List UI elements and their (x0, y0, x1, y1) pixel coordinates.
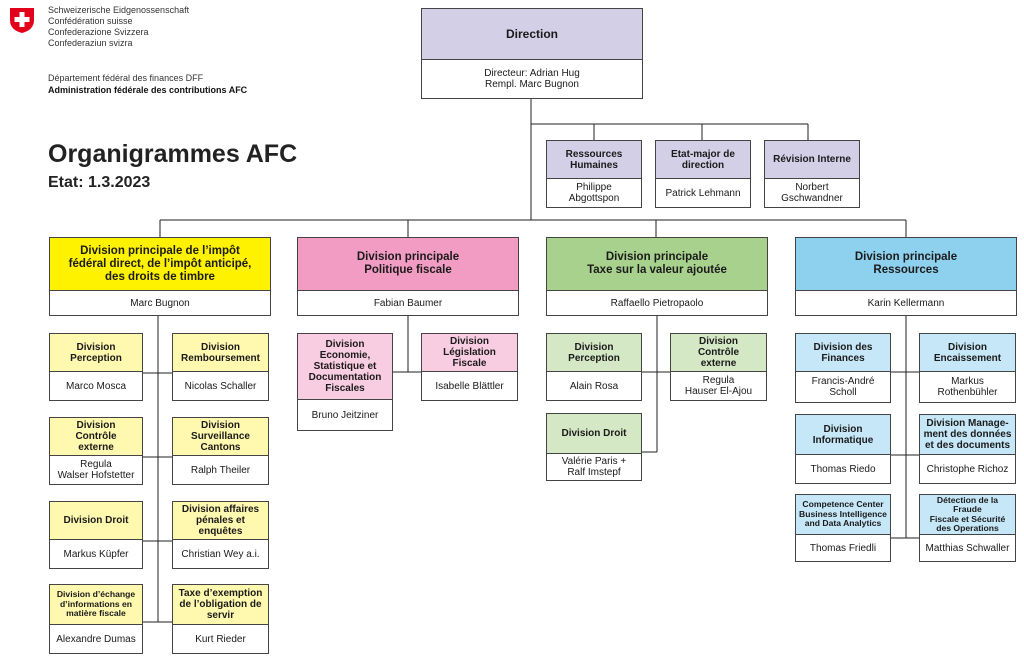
division-head: Isabelle Blättler (435, 380, 504, 392)
division-head: Valérie Paris + Ralf Imstepf (561, 456, 627, 478)
division-head: Thomas Riedo (810, 463, 876, 475)
division-head: Nicolas Schaller (184, 380, 257, 392)
division-head: Ralph Theiler (190, 464, 251, 476)
division-title: Division Encaissement (920, 334, 1015, 372)
country-name-it: Confederazione Svizzera (48, 27, 149, 37)
swiss-cross-icon (10, 8, 34, 33)
division-head: Matthias Schwaller (925, 542, 1010, 554)
division-head: Francis-André Scholl (811, 376, 875, 398)
division-title: Taxe d’exemption de l’obligation de serv… (173, 585, 268, 625)
division-droit-tva: Division Droit Valérie Paris + Ralf Imst… (546, 413, 642, 481)
division-head: Alain Rosa (569, 380, 619, 392)
page-subtitle: Etat: 1.3.2023 (48, 174, 151, 191)
division-title: Division Droit (547, 414, 641, 454)
main-division-politique-fiscale: Division principale Politique fiscale Fa… (297, 237, 519, 316)
division-head: Kurt Rieder (195, 633, 246, 645)
staff-unit-title: Ressources Humaines (547, 141, 641, 179)
division-competence-center-bi: Competence Center Business Intelligence … (795, 494, 891, 562)
main-division-tva: Division principale Taxe sur la valeur a… (546, 237, 768, 316)
main-division-ressources: Division principale Ressources Karin Kel… (795, 237, 1017, 316)
division-title: Division Contrôle externe (671, 334, 766, 372)
division-head: Bruno Jeitziner (311, 409, 379, 421)
division-droit-ifd: Division Droit Markus Küpfer (49, 501, 143, 569)
division-head: Regula Hauser El-Ajou (684, 375, 753, 397)
staff-unit-person: Norbert Gschwandner (781, 182, 843, 204)
division-title: Division Droit (50, 502, 142, 540)
country-name-de: Schweizerische Eidgenossenschaft (48, 5, 190, 15)
main-division-title: Division principale de l’impôt fédéral d… (50, 238, 270, 291)
division-head: Markus Küpfer (63, 548, 129, 560)
staff-unit-title: Etat-major de direction (656, 141, 750, 179)
division-finances: Division des Finances Francis-André Scho… (795, 333, 891, 403)
division-head: Christophe Richoz (926, 463, 1009, 475)
division-controle-externe-ifd: Division Contrôle externe Regula Walser … (49, 417, 143, 485)
division-title: Division Perception (50, 334, 142, 372)
main-division-title: Division principale Taxe sur la valeur a… (547, 238, 767, 291)
main-division-head: Fabian Baumer (373, 297, 443, 309)
direction-title: Direction (422, 9, 642, 60)
division-title: Division Surveillance Cantons (173, 418, 268, 456)
division-taxe-exemption: Taxe d’exemption de l’obligation de serv… (172, 584, 269, 654)
division-perception-tva: Division Perception Alain Rosa (546, 333, 642, 401)
division-title: Division des Finances (796, 334, 890, 372)
division-title: Division Informatique (796, 415, 890, 455)
division-head: Alexandre Dumas (56, 633, 136, 645)
staff-unit-title: Révision Interne (765, 141, 859, 179)
division-legislation-fiscale: Division Législation Fiscale Isabelle Bl… (421, 333, 518, 401)
main-division-head: Marc Bugnon (130, 297, 190, 309)
division-title: Division Remboursement (173, 334, 268, 372)
division-surveillance-cantons: Division Surveillance Cantons Ralph Thei… (172, 417, 269, 485)
staff-unit-person: Philippe Abgottspon (568, 182, 620, 204)
country-name-fr: Confédération suisse (48, 16, 133, 26)
country-name-rm: Confederaziun svizra (48, 38, 133, 48)
country-names: Schweizerische Eidgenossenschaft Confédé… (48, 5, 189, 49)
division-echange-informations: Division d’échange d’informations en mat… (49, 584, 143, 654)
division-head: Christian Wey a.i. (181, 548, 260, 560)
division-informatique: Division Informatique Thomas Riedo (795, 414, 891, 484)
division-title: Division Législation Fiscale (422, 334, 517, 372)
division-title: Division Economie, Statistique et Docume… (298, 334, 392, 400)
main-division-head: Karin Kellermann (867, 297, 945, 309)
division-perception-ifd: Division Perception Marco Mosca (49, 333, 143, 401)
division-title: Division Perception (547, 334, 641, 372)
main-division-title: Division principale Politique fiscale (298, 238, 518, 291)
division-title: Division d’échange d’informations en mat… (50, 585, 142, 625)
department-name: Département fédéral des finances DFF (48, 73, 204, 83)
main-division-title: Division principale Ressources (796, 238, 1016, 291)
staff-unit-revision-interne: Révision Interne Norbert Gschwandner (764, 140, 860, 208)
division-encaissement: Division Encaissement Markus Rothenbühle… (919, 333, 1016, 403)
division-head: Regula Walser Hofstetter (57, 459, 135, 481)
administration-name: Administration fédérale des contribution… (48, 85, 248, 95)
division-title: Détection de la Fraude Fiscale et Sécuri… (920, 495, 1015, 535)
page-title: Organigrammes AFC (48, 140, 298, 168)
division-title: Division Manage- ment des données et des… (920, 415, 1015, 455)
division-detection-fraude: Détection de la Fraude Fiscale et Sécuri… (919, 494, 1016, 562)
division-head: Thomas Friedli (809, 542, 877, 554)
staff-unit-ressources-humaines: Ressources Humaines Philippe Abgottspon (546, 140, 642, 208)
division-controle-externe-tva: Division Contrôle externe Regula Hauser … (670, 333, 767, 401)
division-title: Division affaires pénales et enquêtes (173, 502, 268, 540)
division-title: Division Contrôle externe (50, 418, 142, 456)
staff-unit-etat-major: Etat-major de direction Patrick Lehmann (655, 140, 751, 208)
main-division-impot-direct: Division principale de l’impôt fédéral d… (49, 237, 271, 316)
swiss-flag-logo (8, 6, 36, 34)
division-head: Markus Rothenbühler (937, 376, 998, 398)
division-remboursement: Division Remboursement Nicolas Schaller (172, 333, 269, 401)
division-title: Competence Center Business Intelligence … (796, 495, 890, 535)
division-economie-statistique: Division Economie, Statistique et Docume… (297, 333, 393, 431)
division-head: Marco Mosca (65, 380, 126, 392)
direction-people: Directeur: Adrian Hug Rempl. Marc Bugnon (484, 68, 580, 90)
main-division-head: Raffaello Pietropaolo (610, 297, 704, 309)
staff-unit-person: Patrick Lehmann (665, 187, 741, 199)
division-affaires-penales: Division affaires pénales et enquêtes Ch… (172, 501, 269, 569)
direction-box: Direction Directeur: Adrian Hug Rempl. M… (421, 8, 643, 99)
division-management-donnees: Division Manage- ment des données et des… (919, 414, 1016, 484)
